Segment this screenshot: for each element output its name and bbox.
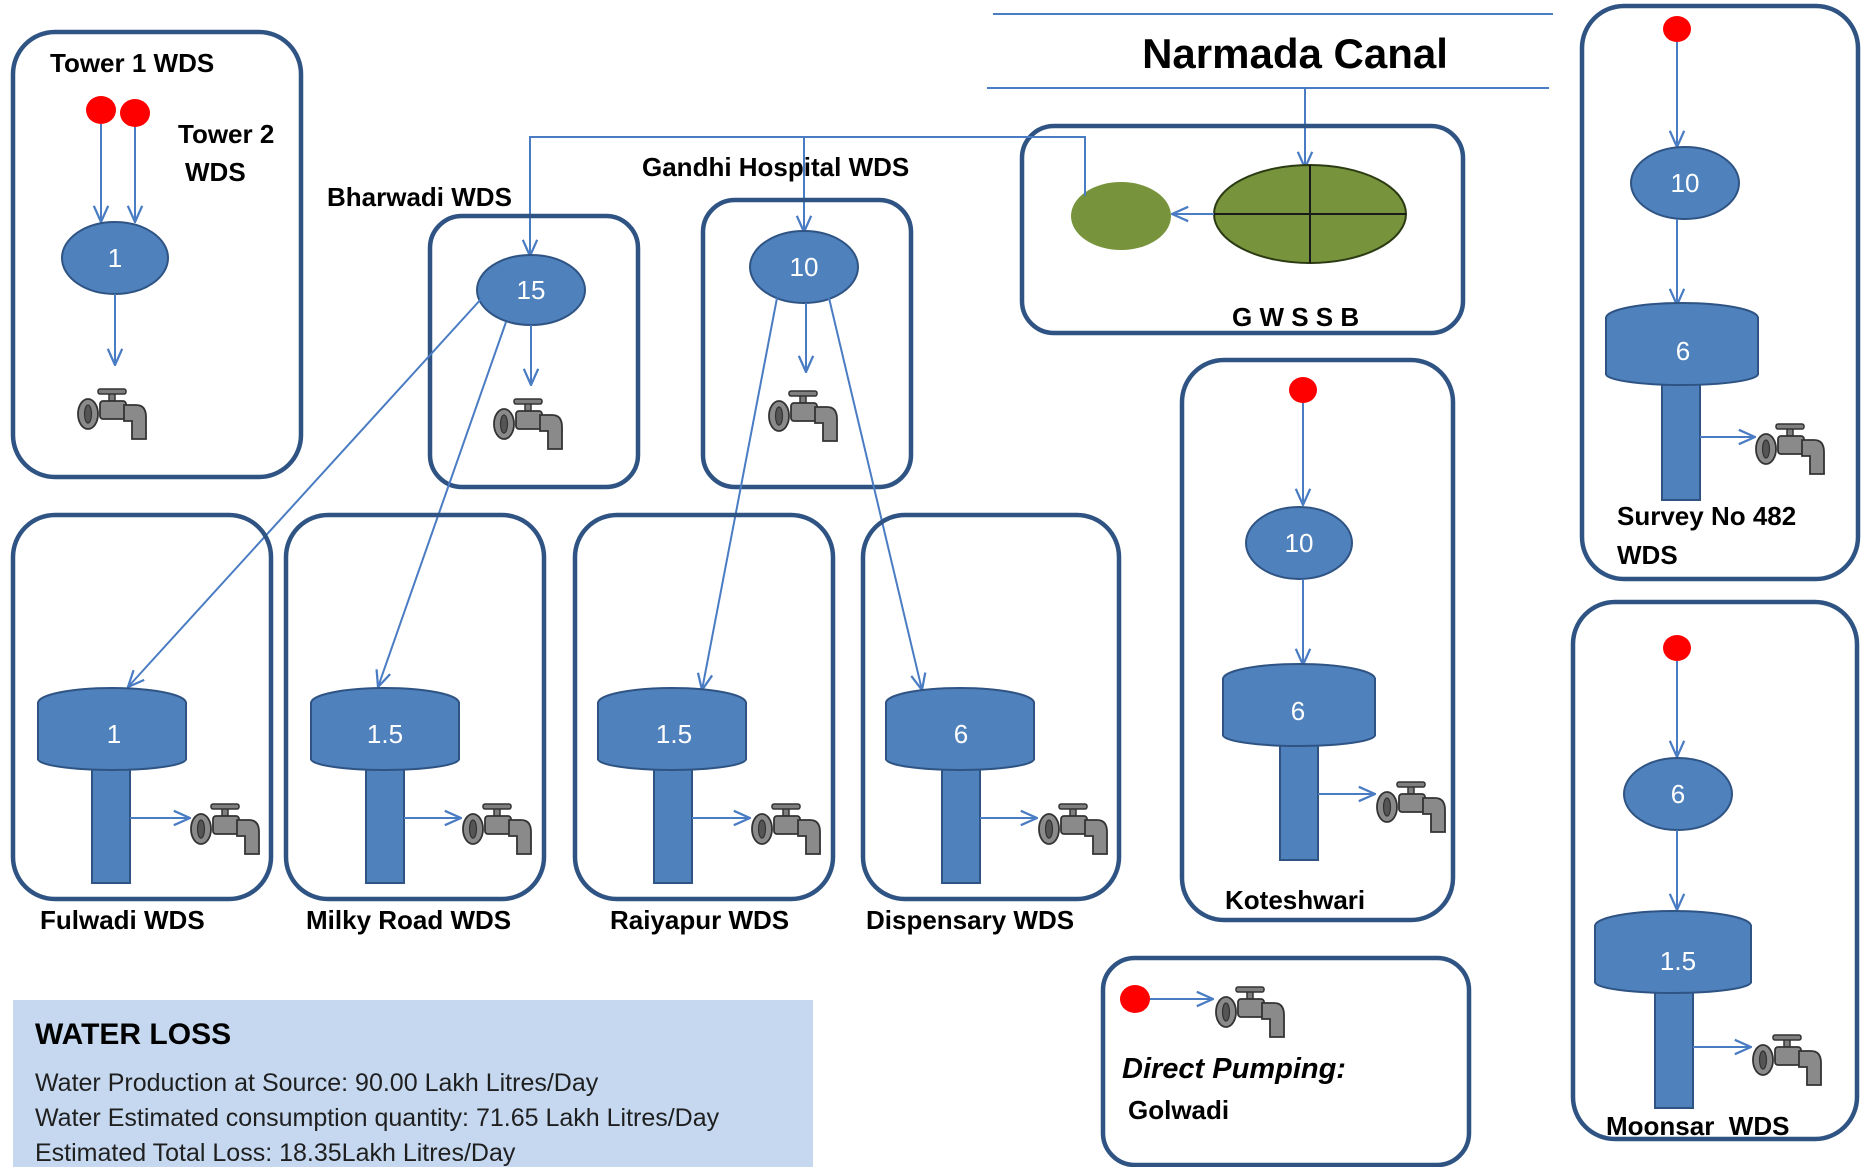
- moonsar-sump-value: 6: [1671, 779, 1685, 809]
- survey-label-line2: WDS: [1617, 540, 1678, 570]
- gandhi-to-raiyapur-arrow: [702, 297, 778, 690]
- moonsar-tank: [1594, 910, 1752, 1109]
- gwssb-box: [1019, 123, 1466, 336]
- tower1-source-icon: [86, 96, 116, 124]
- dispensary-tank: [885, 687, 1035, 884]
- survey-sump: [1630, 146, 1740, 220]
- raiyapur-tank: [597, 687, 747, 884]
- survey-box: [1579, 3, 1861, 582]
- bharwadi-tap-icon: [493, 398, 563, 450]
- milky-box: [283, 512, 547, 902]
- main-header-pipe: [530, 136, 1086, 256]
- total-loss-line: Estimated Total Loss: 18.35Lakh Litres/D…: [35, 1139, 516, 1167]
- tower-tap-icon: [77, 388, 147, 440]
- koteshwari-sump: [1245, 506, 1353, 580]
- water-loss-panel: WATER LOSS Water Production at Source: 9…: [13, 1000, 813, 1167]
- gwssb-label: G W S S B: [1232, 302, 1359, 332]
- fulwadi-tap-icon: [190, 803, 260, 855]
- tower2-source-icon: [120, 99, 150, 127]
- gandhi-box: [700, 197, 914, 490]
- gandhi-sump-value: 10: [790, 252, 819, 282]
- raiyapur-tank-value: 1.5: [656, 719, 692, 749]
- fulwadi-tank: [37, 687, 187, 884]
- koteshwari-tank: [1222, 663, 1376, 861]
- koteshwari-label: Koteshwari: [1225, 885, 1365, 915]
- moonsar-source-icon: [1663, 635, 1691, 661]
- milky-tank: [310, 687, 460, 884]
- survey-label-line1: Survey No 482: [1617, 501, 1796, 531]
- moonsar-box: [1570, 599, 1860, 1142]
- survey-tank: [1605, 302, 1759, 501]
- water-loss-title: WATER LOSS: [35, 1018, 232, 1051]
- clear-water-sump-icon: [1071, 182, 1171, 250]
- tower2-label-line2: WDS: [185, 157, 246, 187]
- koteshwari-box: [1179, 357, 1456, 923]
- survey-tap-icon: [1755, 423, 1825, 475]
- survey-sump-value: 10: [1671, 168, 1700, 198]
- survey-source-icon: [1663, 16, 1691, 42]
- direct-tap-icon: [1215, 986, 1285, 1038]
- tower1-label: Tower 1 WDS: [50, 48, 214, 78]
- dispensary-tank-value: 6: [954, 719, 968, 749]
- gandhi-tap-icon: [768, 390, 838, 442]
- canal-title: Narmada Canal: [1142, 30, 1448, 77]
- raiyapur-tap-icon: [751, 803, 821, 855]
- water-production-line: Water Production at Source: 90.00 Lakh L…: [35, 1069, 599, 1097]
- tower-sump-value: 1: [108, 243, 122, 273]
- raiyapur-label: Raiyapur WDS: [610, 905, 789, 935]
- dispensary-label: Dispensary WDS: [866, 905, 1074, 935]
- fulwadi-box: [10, 512, 274, 902]
- bharwadi-label: Bharwadi WDS: [327, 182, 512, 212]
- dispensary-tap-icon: [1038, 803, 1108, 855]
- water-consumption-line: Water Estimated consumption quantity: 71…: [35, 1104, 720, 1132]
- gandhi-to-dispensary-arrow: [828, 297, 922, 690]
- direct-source-icon: [1120, 985, 1150, 1013]
- tower-wds-box: [10, 29, 304, 480]
- bharwadi-sump-value: 15: [517, 275, 546, 305]
- fulwadi-label: Fulwadi WDS: [40, 905, 205, 935]
- koteshwari-source-icon: [1289, 377, 1317, 403]
- dispensary-box: [860, 512, 1122, 902]
- direct-pumping-box: [1100, 955, 1472, 1167]
- koteshwari-sump-value: 10: [1285, 528, 1314, 558]
- tower2-label-line1: Tower 2: [178, 119, 274, 149]
- moonsar-tank-value: 1.5: [1660, 946, 1696, 976]
- direct-pumping-sublabel: Golwadi: [1128, 1095, 1229, 1125]
- moonsar-tap-icon: [1752, 1034, 1822, 1086]
- bharwadi-to-fulwadi-arrow: [128, 297, 483, 687]
- bharwadi-to-milky-arrow: [378, 321, 507, 687]
- gandhi-sump: [749, 230, 859, 304]
- koteshwari-tank-value: 6: [1291, 696, 1305, 726]
- gandhi-label: Gandhi Hospital WDS: [642, 152, 909, 182]
- fulwadi-tank-value: 1: [107, 719, 121, 749]
- milky-tap-icon: [462, 803, 532, 855]
- raiyapur-box: [572, 512, 836, 902]
- milky-tank-value: 1.5: [367, 719, 403, 749]
- direct-pumping-label: Direct Pumping:: [1122, 1053, 1346, 1085]
- survey-tank-value: 6: [1676, 336, 1690, 366]
- koteshwari-tap-icon: [1376, 781, 1446, 833]
- bharwadi-box: [427, 213, 641, 490]
- milky-label: Milky Road WDS: [306, 905, 511, 935]
- moonsar-label: Moonsar WDS: [1606, 1111, 1789, 1141]
